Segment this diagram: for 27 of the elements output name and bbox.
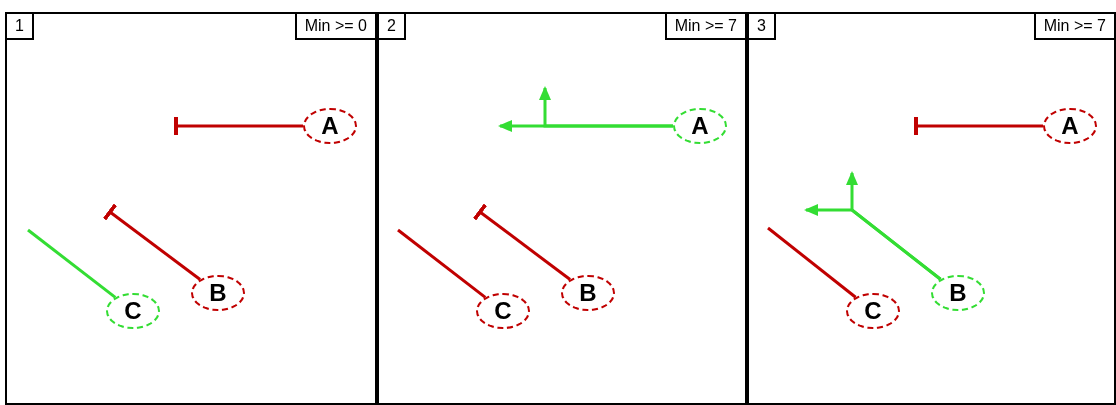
movement-arrow xyxy=(539,86,673,128)
movement-arrow xyxy=(846,171,942,281)
stopped-movement-line xyxy=(102,202,201,281)
minimum-time-label: Min >= 7 xyxy=(664,14,745,40)
approach-circle: B xyxy=(191,275,245,311)
minimum-time-label: Min >= 0 xyxy=(294,14,375,40)
phase-panel xyxy=(5,12,377,405)
phase-panel xyxy=(377,12,747,405)
approach-circle: C xyxy=(476,293,530,329)
phase-number: 2 xyxy=(379,14,406,40)
stopped-movement-line xyxy=(472,202,571,281)
approach-circle: B xyxy=(931,275,985,311)
phase-number: 3 xyxy=(749,14,776,40)
approach-circle: C xyxy=(846,293,900,329)
stopped-movement-line xyxy=(174,115,303,137)
approach-circle: B xyxy=(561,275,615,311)
movement-line xyxy=(397,228,487,299)
approach-circle: A xyxy=(303,108,357,144)
approach-circle: C xyxy=(106,293,160,329)
approach-circle: A xyxy=(1043,108,1097,144)
stopped-movement-line xyxy=(914,115,1043,137)
minimum-time-label: Min >= 7 xyxy=(1033,14,1114,40)
phase-number: 1 xyxy=(7,14,34,40)
movement-line xyxy=(767,226,857,299)
approach-circle: A xyxy=(673,108,727,144)
movement-line xyxy=(27,228,117,299)
phase-panel xyxy=(747,12,1116,405)
